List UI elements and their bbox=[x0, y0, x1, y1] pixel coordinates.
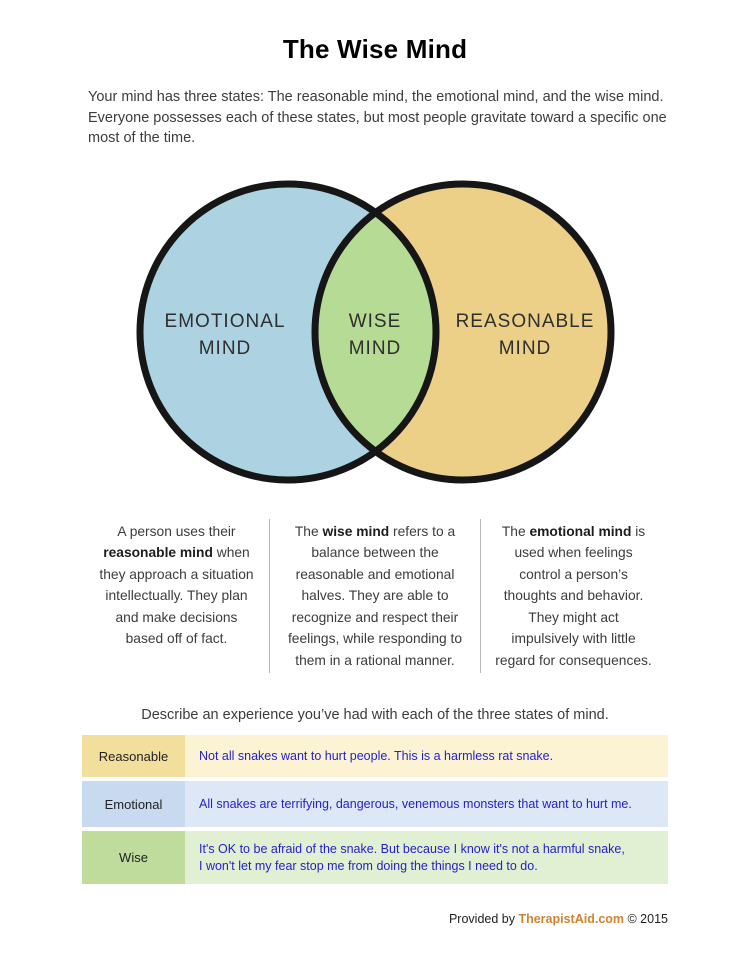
footer-suffix: © 2015 bbox=[624, 912, 669, 926]
footer-prefix: Provided by bbox=[448, 912, 519, 926]
description-bold: emotional mind bbox=[529, 523, 632, 539]
description-text: The bbox=[294, 523, 323, 539]
response-emotional: All snakes are terrifying, dangerous, ve… bbox=[185, 781, 668, 827]
intro-text: Your mind has three states: The reasonab… bbox=[88, 89, 667, 146]
emotional-mind-label-line2: MIND bbox=[198, 338, 251, 359]
description-text: is used when feelings control a person’s… bbox=[495, 523, 652, 668]
wise-mind-label-line2: MIND bbox=[348, 338, 401, 359]
emotional-mind-label: EMOTIONAL bbox=[164, 311, 285, 332]
response-text-line2: I won't let my fear stop me from doing t… bbox=[199, 858, 538, 873]
description-bold: reasonable mind bbox=[103, 545, 213, 560]
emotional-mind-description: The emotional mind is used when feelings… bbox=[480, 518, 666, 673]
response-wise: It's OK to be afraid of the snake. But b… bbox=[185, 831, 668, 884]
reasonable-mind-description: A person uses their reasonable mind when… bbox=[84, 519, 269, 674]
table-row: Wise It's OK to be afraid of the snake. … bbox=[82, 831, 668, 884]
reasonable-circle-outline bbox=[311, 180, 614, 483]
response-text: It's OK to be afraid of the snake. But b… bbox=[199, 841, 625, 856]
wise-mind-description: The wise mind refers to a balance betwee… bbox=[268, 518, 480, 673]
responses-table: Reasonable Not all snakes want to hurt p… bbox=[82, 735, 668, 884]
response-text: Not all snakes want to hurt people. This… bbox=[199, 748, 554, 763]
page-title: The Wise Mind bbox=[282, 34, 468, 64]
response-reasonable: Not all snakes want to hurt people. This… bbox=[185, 735, 668, 777]
brand-link[interactable]: TherapistAid.com bbox=[518, 912, 625, 926]
row-label-wise: Wise bbox=[82, 831, 185, 884]
description-columns: A person uses their reasonable mind when… bbox=[84, 518, 666, 674]
reasonable-mind-label-line2: MIND bbox=[498, 338, 551, 359]
response-text: All snakes are terrifying, dangerous, ve… bbox=[199, 796, 632, 811]
row-label-emotional: Emotional bbox=[82, 781, 185, 827]
description-bold: wise mind bbox=[322, 523, 390, 539]
table-row: Emotional All snakes are terrifying, dan… bbox=[82, 781, 668, 827]
wise-mind-overlap bbox=[314, 183, 436, 480]
exercise-prompt: Describe an experience you’ve had with e… bbox=[141, 707, 609, 723]
description-text: The bbox=[501, 523, 530, 539]
venn-diagram: EMOTIONAL MIND WISE MIND REASONABLE MIND bbox=[136, 180, 614, 483]
wise-mind-label: WISE bbox=[348, 311, 401, 332]
reasonable-mind-label: REASONABLE bbox=[455, 311, 594, 332]
description-text: A person uses their bbox=[117, 523, 236, 539]
emotional-circle-outline bbox=[136, 180, 439, 483]
venn-diagram-container: EMOTIONAL MIND WISE MIND REASONABLE MIND bbox=[133, 177, 618, 487]
table-row: Reasonable Not all snakes want to hurt p… bbox=[82, 735, 668, 777]
footer-credit: Provided by TherapistAid.com © 2015 bbox=[449, 912, 668, 926]
description-text: refers to a balance between the reasonab… bbox=[287, 523, 463, 668]
row-label-reasonable: Reasonable bbox=[82, 735, 185, 777]
description-text: when they approach a situation intellect… bbox=[99, 545, 254, 646]
